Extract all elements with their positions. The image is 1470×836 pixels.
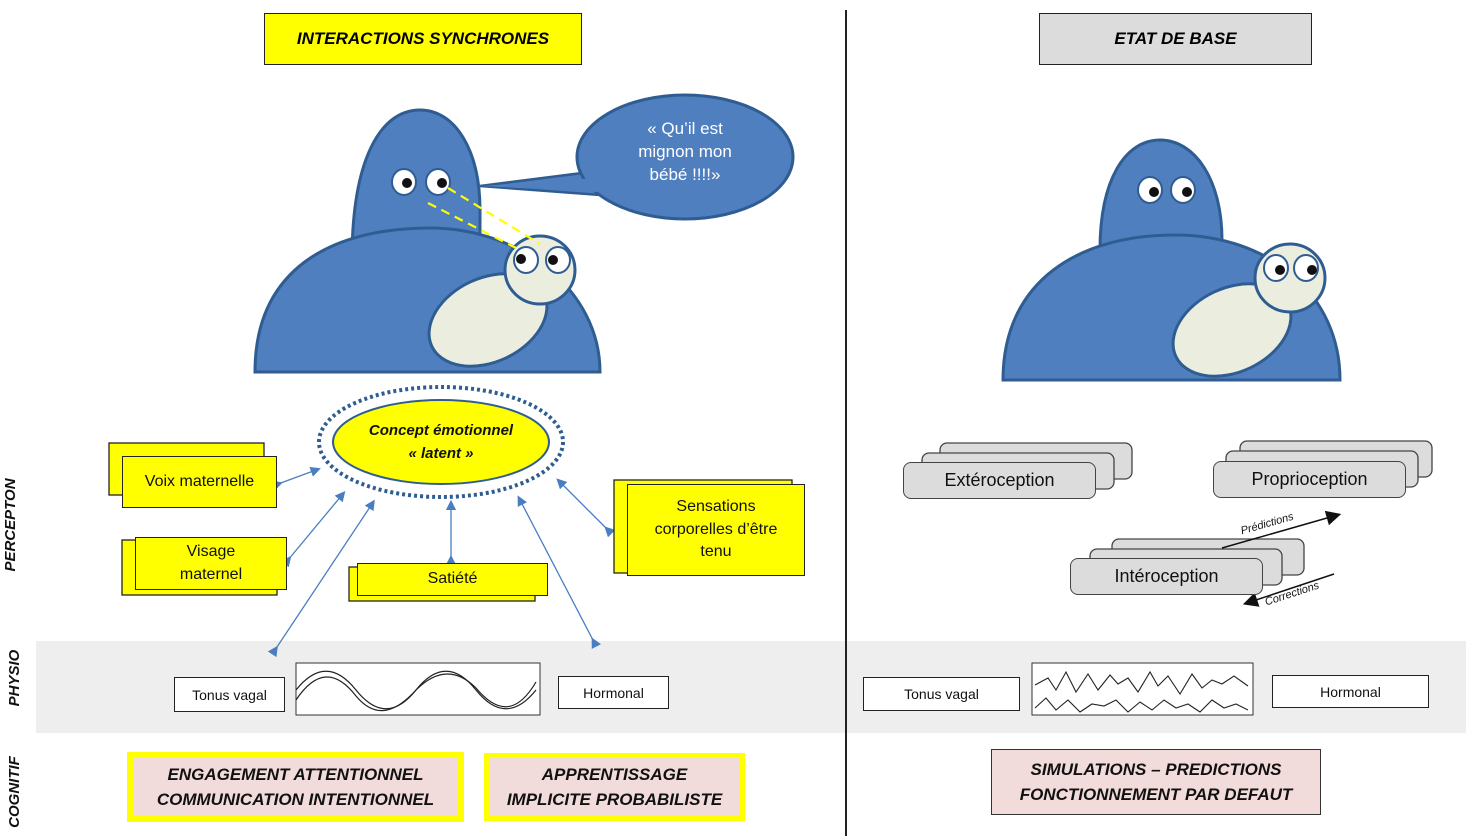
sensations-line-1: Sensations <box>676 498 756 516</box>
exteroception-box: Extéroception <box>903 462 1096 499</box>
speech-line-1: « Qu’il est <box>647 119 723 138</box>
left-baby-figure <box>427 234 577 368</box>
cognitive-engagement-box: ENGAGEMENT ATTENTIONNEL COMMUNICATION IN… <box>127 752 464 822</box>
visage-maternel-box: Visage maternel <box>135 537 287 590</box>
left-tonus-vagal-box: Tonus vagal <box>174 677 285 712</box>
cognitive-right-line1: SIMULATIONS – PREDICTIONS <box>1030 759 1282 779</box>
cognitive-apprentissage-box: APPRENTISSAGE IMPLICITE PROBABILISTE <box>484 753 745 821</box>
predictions-arrow <box>1221 510 1342 549</box>
cognitive-left2-line2: IMPLICITE PROBABILISTE <box>506 790 723 809</box>
cognitive-simulations-box: SIMULATIONS – PREDICTIONS FONCTIONNEMENT… <box>991 749 1321 815</box>
right-waveform-box <box>1031 662 1254 716</box>
speech-bubble <box>479 93 795 221</box>
right-tonus-vagal-box: Tonus vagal <box>863 677 1020 711</box>
cognitive-left2-line1: APPRENTISSAGE <box>541 764 688 784</box>
concept-line-1: Concept émotionnel <box>368 422 514 439</box>
sensations-box: Sensations corporelles d’être tenu <box>627 484 805 576</box>
title-etat-de-base: ETAT DE BASE <box>1039 13 1312 65</box>
cognitive-left1-line2: COMMUNICATION INTENTIONNEL <box>156 790 435 809</box>
satiete-box: Satiété <box>357 563 548 596</box>
cognitive-right-line2: FONCTIONNEMENT PAR DEFAUT <box>1019 785 1293 804</box>
interoception-box: Intéroception <box>1070 558 1263 595</box>
visage-line-1: Visage <box>186 543 236 561</box>
visage-line-2: maternel <box>179 565 243 583</box>
right-baby-figure <box>1171 242 1327 378</box>
corrections-arrow <box>1242 573 1335 607</box>
speech-bubble-text: « Qu’il est mignon mon bébé !!!!» <box>605 118 765 187</box>
concept-line-2: « latent » <box>408 444 474 462</box>
concept-ellipse <box>317 385 565 499</box>
left-hormonal-box: Hormonal <box>558 676 669 709</box>
speech-line-3: bébé !!!!» <box>649 164 721 184</box>
title-interactions-synchrones: INTERACTIONS SYNCHRONES <box>264 13 582 65</box>
proprioception-box: Proprioception <box>1213 461 1406 498</box>
right-hormonal-box: Hormonal <box>1272 675 1429 708</box>
speech-line-2: mignon mon <box>638 141 732 161</box>
cognitive-left1-line1: ENGAGEMENT ATTENTIONNEL <box>167 764 424 784</box>
concept-text: Concept émotionnel « latent » <box>341 420 541 465</box>
voix-maternelle-box: Voix maternelle <box>122 456 277 508</box>
sensations-line-2: corporelles d’être <box>654 520 778 538</box>
sensations-line-3: tenu <box>700 543 732 561</box>
center-divider <box>845 10 847 836</box>
left-arrows <box>267 466 616 658</box>
